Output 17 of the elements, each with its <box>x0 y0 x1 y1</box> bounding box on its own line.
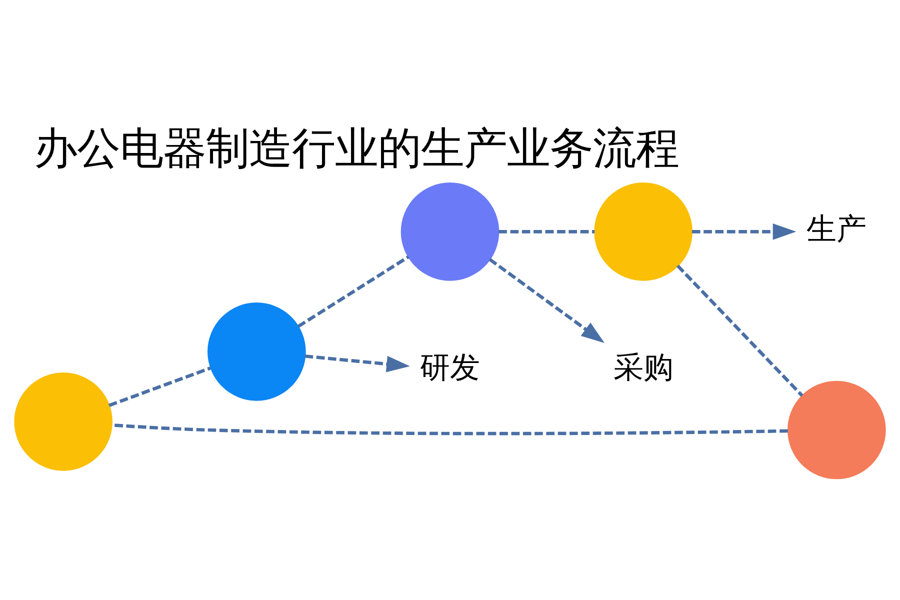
node-circle <box>14 372 112 471</box>
connector <box>297 255 410 328</box>
node-circle <box>788 380 886 480</box>
node-circle <box>594 182 692 281</box>
node-text: 研发 <box>420 350 480 386</box>
node-text: 采购 <box>613 350 674 386</box>
connector <box>112 423 788 436</box>
connector <box>676 264 804 397</box>
connector <box>498 230 595 234</box>
node-circle <box>208 302 306 401</box>
arrow <box>304 354 410 372</box>
arrow <box>692 223 796 240</box>
connector <box>108 366 212 407</box>
diagram-title: 办公电器制造行业的生产业务流程 <box>34 124 680 174</box>
node-circle <box>400 182 500 281</box>
node-text: 生产 <box>806 212 867 247</box>
arrow <box>488 258 605 343</box>
